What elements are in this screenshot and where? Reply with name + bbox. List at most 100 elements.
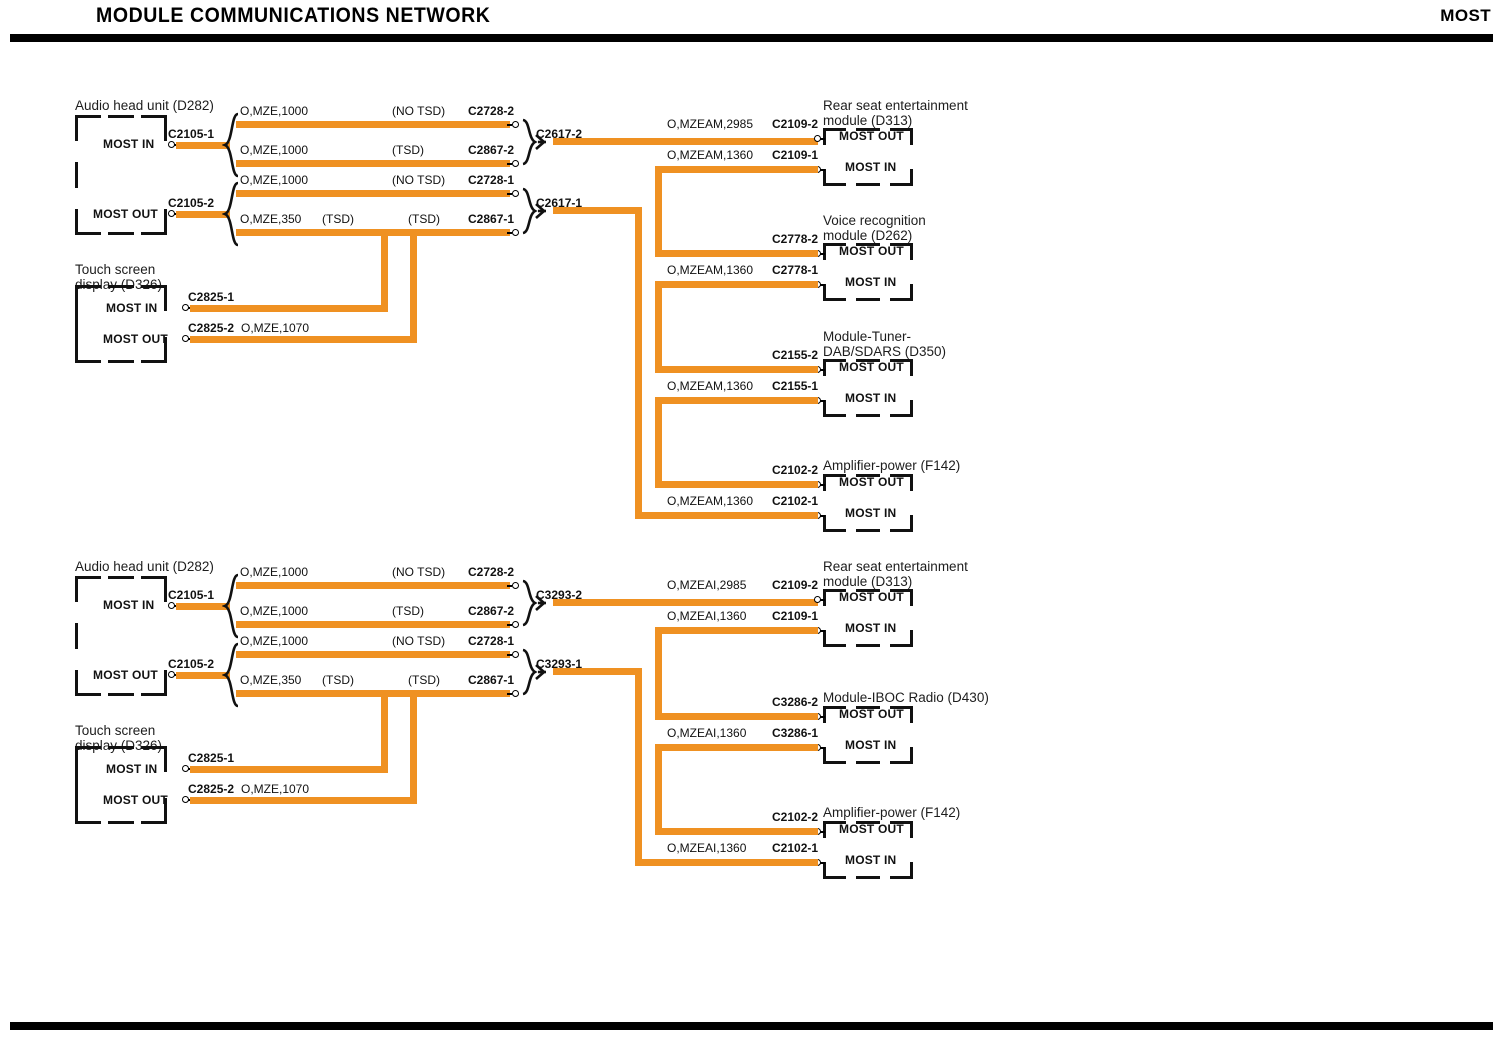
connector-label-c2109-1-0: C2109-1: [772, 148, 819, 162]
destination-port-out-0: MOST OUT: [839, 590, 904, 604]
audio-head-unit-port-out: MOST OUT: [93, 668, 158, 682]
connector-pin-stub: [507, 692, 512, 695]
connector-pin-c2867-2[interactable]: [507, 619, 523, 632]
connector-pin-circle: [512, 689, 519, 697]
wire-branch-1: [236, 582, 510, 589]
connector-label-c2617-2: C2617-2: [536, 127, 583, 141]
connector-pin-c2867-1[interactable]: [507, 688, 523, 701]
connector-pin-stub: [507, 162, 512, 165]
audio-head-unit-port-in: MOST IN: [103, 137, 155, 151]
wire-branch-2: [236, 160, 510, 167]
connector-pin-c2109-2-0[interactable]: [812, 594, 825, 607]
destination-module-box-1: [823, 706, 913, 764]
audio-head-unit-port-in: MOST IN: [103, 598, 155, 612]
wire-splice-upper-out: [553, 138, 818, 145]
connector-pin-c2728-2[interactable]: [507, 119, 523, 132]
connector-pin-stub: [820, 483, 825, 486]
connector-pin-c2109-2-0[interactable]: [812, 133, 825, 146]
connector-pin-c2867-2[interactable]: [507, 158, 523, 171]
wire-tsd-in-riser: [381, 690, 388, 773]
connector-pin-stub: [820, 514, 825, 517]
destination-module-title-0: Rear seat entertainment module (D313): [823, 559, 968, 589]
connector-label-c2825-1: C2825-1: [188, 751, 235, 765]
wire-label-in-0: O,MZEAI,1360: [667, 609, 747, 623]
wire-tsd-branch-2: (TSD): [392, 143, 424, 157]
footer-rule: [10, 1022, 1493, 1030]
wire-tsd2-branch-4: (TSD): [408, 673, 440, 687]
destination-port-in-2: MOST IN: [845, 391, 897, 405]
connector-pin-stub: [507, 231, 512, 234]
wire-branch-2: [236, 621, 510, 628]
connector-pin-stub: [820, 715, 825, 718]
connector-pin-circle: [512, 620, 519, 628]
wire-loop-side-1: [655, 744, 662, 835]
wire-split-brace-lower: [221, 642, 240, 708]
wire-label-branch-4: O,MZE,350: [240, 673, 302, 687]
wire-splice-lower-out: [553, 207, 642, 214]
wire-tsd-branch-2: (TSD): [392, 604, 424, 618]
wire-merge-brace-upper: [520, 118, 554, 166]
connector-label-c2867-2: C2867-2: [468, 604, 515, 618]
page-title: MODULE COMMUNICATIONS NETWORK: [96, 4, 491, 27]
destination-port-out-1: MOST OUT: [839, 244, 904, 258]
wire-label-branch-3: O,MZE,1000: [240, 634, 309, 648]
wire-loop-top-1: [655, 744, 818, 751]
wire-loop-side-0: [655, 166, 662, 257]
wire-loop-side-1: [655, 281, 662, 373]
connector-label-c2778-2-1: C2778-2: [772, 232, 819, 246]
connector-pin-stub: [820, 629, 825, 632]
wire-tsd-branch-1: (NO TSD): [392, 565, 446, 579]
connector-pin-circle: [512, 228, 519, 236]
wire-loop-bottom-0: [655, 250, 818, 257]
connector-pin-stub: [820, 861, 825, 864]
wire-loop-bottom-1: [655, 828, 818, 835]
connector-pin-c2867-1[interactable]: [507, 227, 523, 240]
wire-main-riser: [635, 668, 642, 866]
connector-label-c2728-2: C2728-2: [468, 565, 515, 579]
wire-loop-top-0: [655, 166, 818, 173]
wire-main-riser: [635, 207, 642, 519]
touch-screen-title: Touch screen display (D326): [75, 723, 162, 753]
wire-branch-4: [236, 690, 510, 697]
wire-head-out-stub: [176, 210, 230, 218]
wire-label-c2825-2: O,MZE,1070: [241, 782, 310, 796]
connector-pin-stub: [820, 252, 825, 255]
connector-pin-c2728-2[interactable]: [507, 580, 523, 593]
wire-tsd-out-run: [190, 797, 417, 804]
wire-label-branch-4: O,MZE,350: [240, 212, 302, 226]
wire-label-branch-2: O,MZE,1000: [240, 143, 309, 157]
connector-pin-stub: [507, 123, 512, 126]
destination-module-title-3: Amplifier-power (F142): [823, 458, 961, 473]
connector-pin-c2728-1[interactable]: [507, 649, 523, 662]
wire-loop-top-0: [655, 627, 818, 634]
connector-pin-stub: [507, 653, 512, 656]
destination-port-in-3: MOST IN: [845, 506, 897, 520]
connector-pin-circle: [512, 159, 519, 167]
connector-label-c2825-2: C2825-2: [188, 782, 235, 796]
connector-label-c2102-1-3: C2102-1: [772, 494, 819, 508]
audio-head-unit-title: Audio head unit (D282): [75, 559, 214, 574]
connector-pin-stub: [820, 368, 825, 371]
connector-label-c3293-1: C3293-1: [536, 657, 583, 671]
destination-port-out-2: MOST OUT: [839, 822, 904, 836]
wire-tsd-branch-3: (NO TSD): [392, 634, 446, 648]
wire-loop-side-2: [655, 397, 662, 488]
destination-port-out-2: MOST OUT: [839, 360, 904, 374]
wire-branch-1: [236, 121, 510, 128]
destination-port-out-0: MOST OUT: [839, 129, 904, 143]
wire-label-in-1: O,MZEAM,1360: [667, 263, 754, 277]
wire-label-in-3: O,MZEAM,1360: [667, 494, 754, 508]
connector-label-c2109-2-0: C2109-2: [772, 117, 819, 131]
touch-screen-box: [75, 285, 167, 363]
connector-label-c2102-2-2: C2102-2: [772, 810, 819, 824]
connector-label-c2102-1-2: C2102-1: [772, 841, 819, 855]
wire-label-branch-2: O,MZE,1000: [240, 604, 309, 618]
destination-port-in-0: MOST IN: [845, 160, 897, 174]
wire-tsd-branch-4: (TSD): [322, 673, 354, 687]
destination-port-in-1: MOST IN: [845, 738, 897, 752]
wire-label-in-2: O,MZEAI,1360: [667, 841, 747, 855]
connector-pin-c2728-1[interactable]: [507, 188, 523, 201]
connector-label-c2728-2: C2728-2: [468, 104, 515, 118]
wire-head-in-stub: [176, 602, 230, 610]
connector-label-c2867-1: C2867-1: [468, 212, 515, 226]
